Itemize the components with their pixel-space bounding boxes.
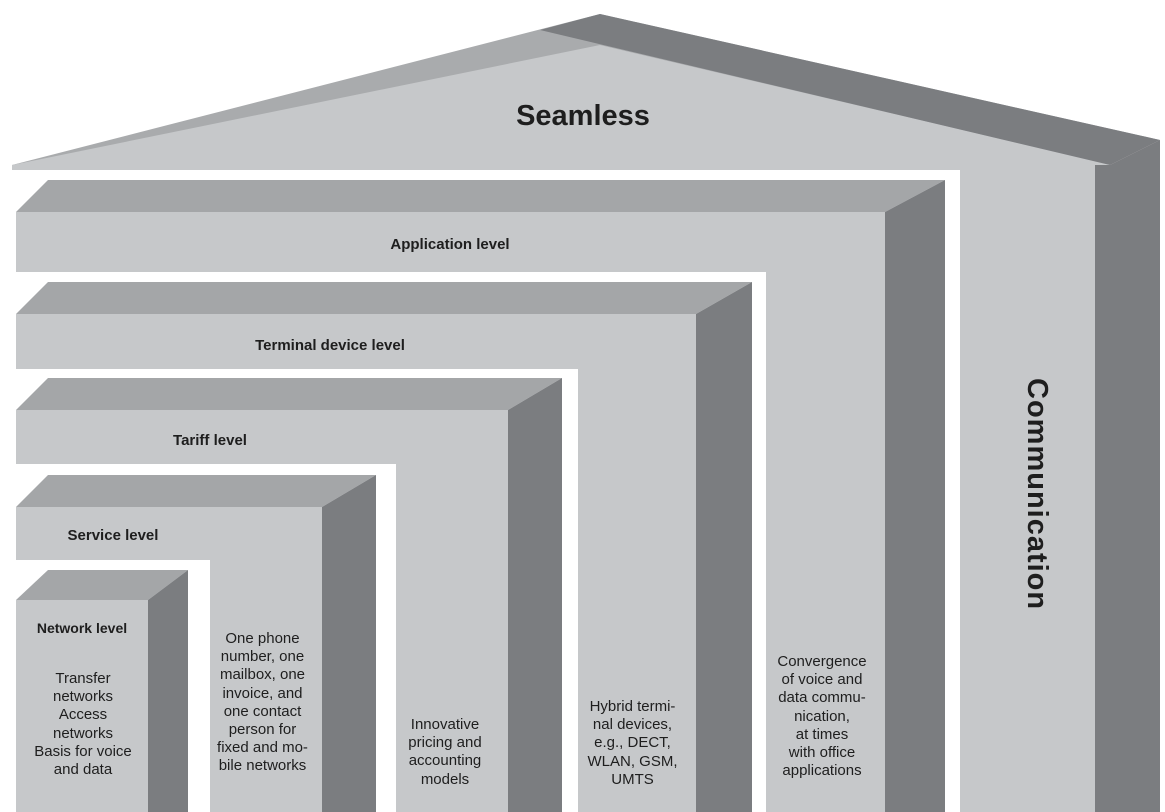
description-service: One phone number, one mailbox, one invoi… xyxy=(217,630,308,775)
level-label-service: Service level xyxy=(67,527,159,544)
roof-title: Seamless xyxy=(516,100,650,132)
description-network: Transfer networks Access networks Basis … xyxy=(34,670,132,779)
side-title: Communication xyxy=(1021,378,1053,611)
level-label-terminal-device: Terminal device level xyxy=(255,337,405,354)
network-level-block xyxy=(12,560,210,812)
column-dividers xyxy=(198,272,762,812)
description-terminal-device: Hybrid termi- nal devices, e.g., DECT, W… xyxy=(587,698,678,788)
description-tariff: Innovative pricing and accounting models xyxy=(408,716,482,788)
level-label-network: Network level xyxy=(36,620,128,636)
level-label-tariff: Tariff level xyxy=(173,432,247,449)
description-application: Convergence of voice and data commu- nic… xyxy=(777,653,867,780)
level-label-application: Application level xyxy=(390,236,510,253)
